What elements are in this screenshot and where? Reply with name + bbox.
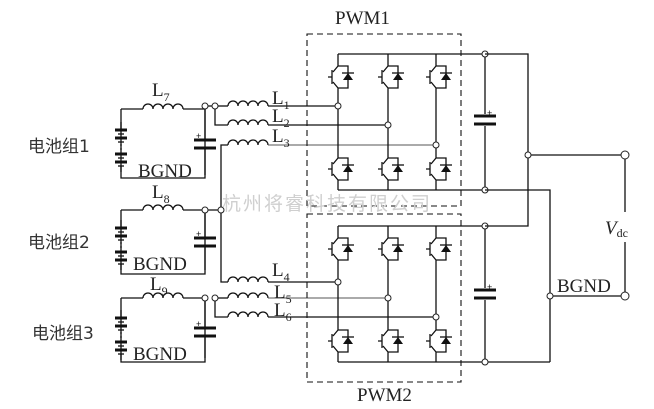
svg-text:+: + bbox=[196, 229, 201, 239]
ground-label: BGND bbox=[133, 344, 187, 365]
igbt-icon bbox=[425, 317, 453, 363]
svg-text:+: + bbox=[196, 131, 201, 141]
vdc-label: Vdc bbox=[605, 218, 628, 240]
igbt-icon bbox=[327, 53, 355, 99]
ground-label: BGND bbox=[138, 161, 192, 182]
battery-group-label: 电池组2 bbox=[28, 233, 90, 253]
svg-text:L3: L3 bbox=[272, 126, 290, 150]
battery-group-1: + 电池组1 L7 BGND bbox=[28, 80, 218, 182]
inductor-label: L9 bbox=[150, 274, 168, 298]
svg-text:L1: L1 bbox=[272, 88, 290, 112]
svg-text:L4: L4 bbox=[272, 260, 290, 284]
igbt-icon bbox=[377, 317, 405, 363]
igbt-icon bbox=[425, 225, 453, 271]
battery-group-3: + 电池组3 L9 BGND bbox=[32, 274, 218, 365]
igbt-icon bbox=[327, 317, 355, 363]
pwm2-label: PWM2 bbox=[357, 385, 412, 406]
dc-link-capacitor-icon bbox=[472, 114, 498, 126]
dc-link-capacitor-icon bbox=[472, 288, 498, 300]
battery-group-label: 电池组3 bbox=[32, 324, 94, 344]
output-ground-label: BGND bbox=[557, 276, 611, 297]
svg-text:+: + bbox=[487, 108, 492, 118]
svg-text:L5: L5 bbox=[274, 282, 292, 306]
ground-label: BGND bbox=[133, 254, 187, 275]
phase-inductors: L1 L2 L3 L4 L5 L6 bbox=[201, 88, 436, 324]
svg-text:L2: L2 bbox=[272, 106, 290, 130]
svg-text:L6: L6 bbox=[274, 300, 292, 324]
svg-text:+: + bbox=[487, 282, 492, 292]
igbt-icon bbox=[377, 145, 405, 191]
pwm1-inverter: PWM1 + bbox=[306, 8, 498, 207]
svg-text:+: + bbox=[196, 319, 201, 329]
pwm2-inverter: PWM2 + bbox=[306, 213, 550, 406]
watermark: 杭州将睿科技有限公司 bbox=[222, 193, 432, 215]
igbt-icon bbox=[425, 145, 453, 191]
igbt-icon bbox=[327, 145, 355, 191]
inductor-label: L8 bbox=[152, 182, 170, 206]
dc-output: Vdc BGND bbox=[485, 53, 640, 362]
pwm1-label: PWM1 bbox=[335, 8, 390, 29]
igbt-icon bbox=[377, 225, 405, 271]
battery-group-label: 电池组1 bbox=[28, 137, 90, 157]
battery-group-2: + 电池组2 L8 BGND bbox=[28, 182, 221, 275]
igbt-icon bbox=[425, 53, 453, 99]
pwm2-boundary bbox=[306, 213, 462, 383]
inductor-label: L7 bbox=[152, 80, 170, 104]
igbt-icon bbox=[327, 225, 355, 271]
igbt-icon bbox=[377, 53, 405, 99]
pwm1-boundary bbox=[306, 33, 462, 207]
